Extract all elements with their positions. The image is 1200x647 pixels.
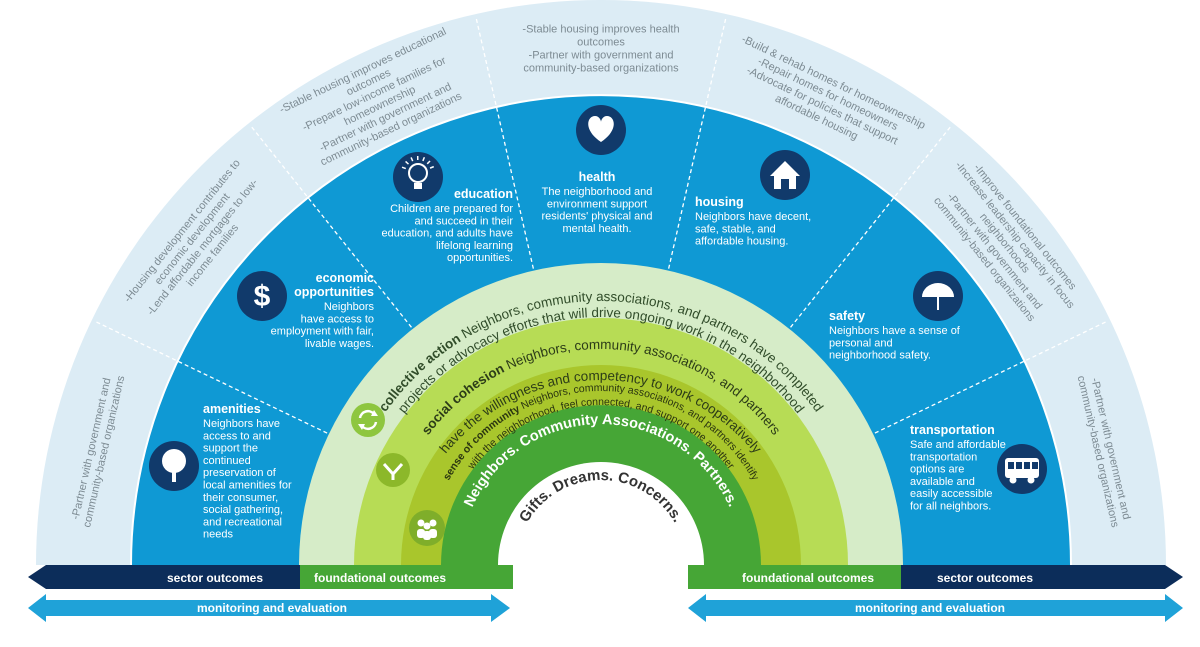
lightbulb-icon [393,152,443,202]
foundational-outcomes-left-label: foundational outcomes [314,571,446,585]
collective-action-icon [351,403,385,437]
tree-icon [149,441,199,491]
monitoring-evaluation-left-label: monitoring and evaluation [197,601,347,615]
monitoring-evaluation-right-label: monitoring and evaluation [855,601,1005,615]
people-icon [409,510,445,546]
sector-title-health: health [579,170,616,184]
outer-strategy-line: -Partner with government and [529,50,674,62]
sector-outcomes-left-label: sector outcomes [167,571,263,585]
handshake-icon [376,453,410,487]
sector-title-transportation: transportation [910,423,995,437]
sector-title-amenities: amenities [203,402,261,416]
dollar-icon: $ [237,271,287,321]
outer-strategy-line: outcomes [577,37,625,49]
svg-text:$: $ [254,280,271,313]
umbrella-icon [913,271,963,321]
sector-outcomes-right-label: sector outcomes [937,571,1033,585]
sector-title-education: education [454,187,513,201]
sector-title-housing: housing [695,195,744,209]
house-icon [760,150,810,200]
heart-icon [576,105,626,155]
outer-strategy-line: -Stable housing improves health [522,24,679,36]
sector-title-safety: safety [829,309,865,323]
foundational-outcomes-right-label: foundational outcomes [742,571,874,585]
bus-icon [997,444,1047,494]
outer-strategy-line: community-based organizations [523,63,679,75]
